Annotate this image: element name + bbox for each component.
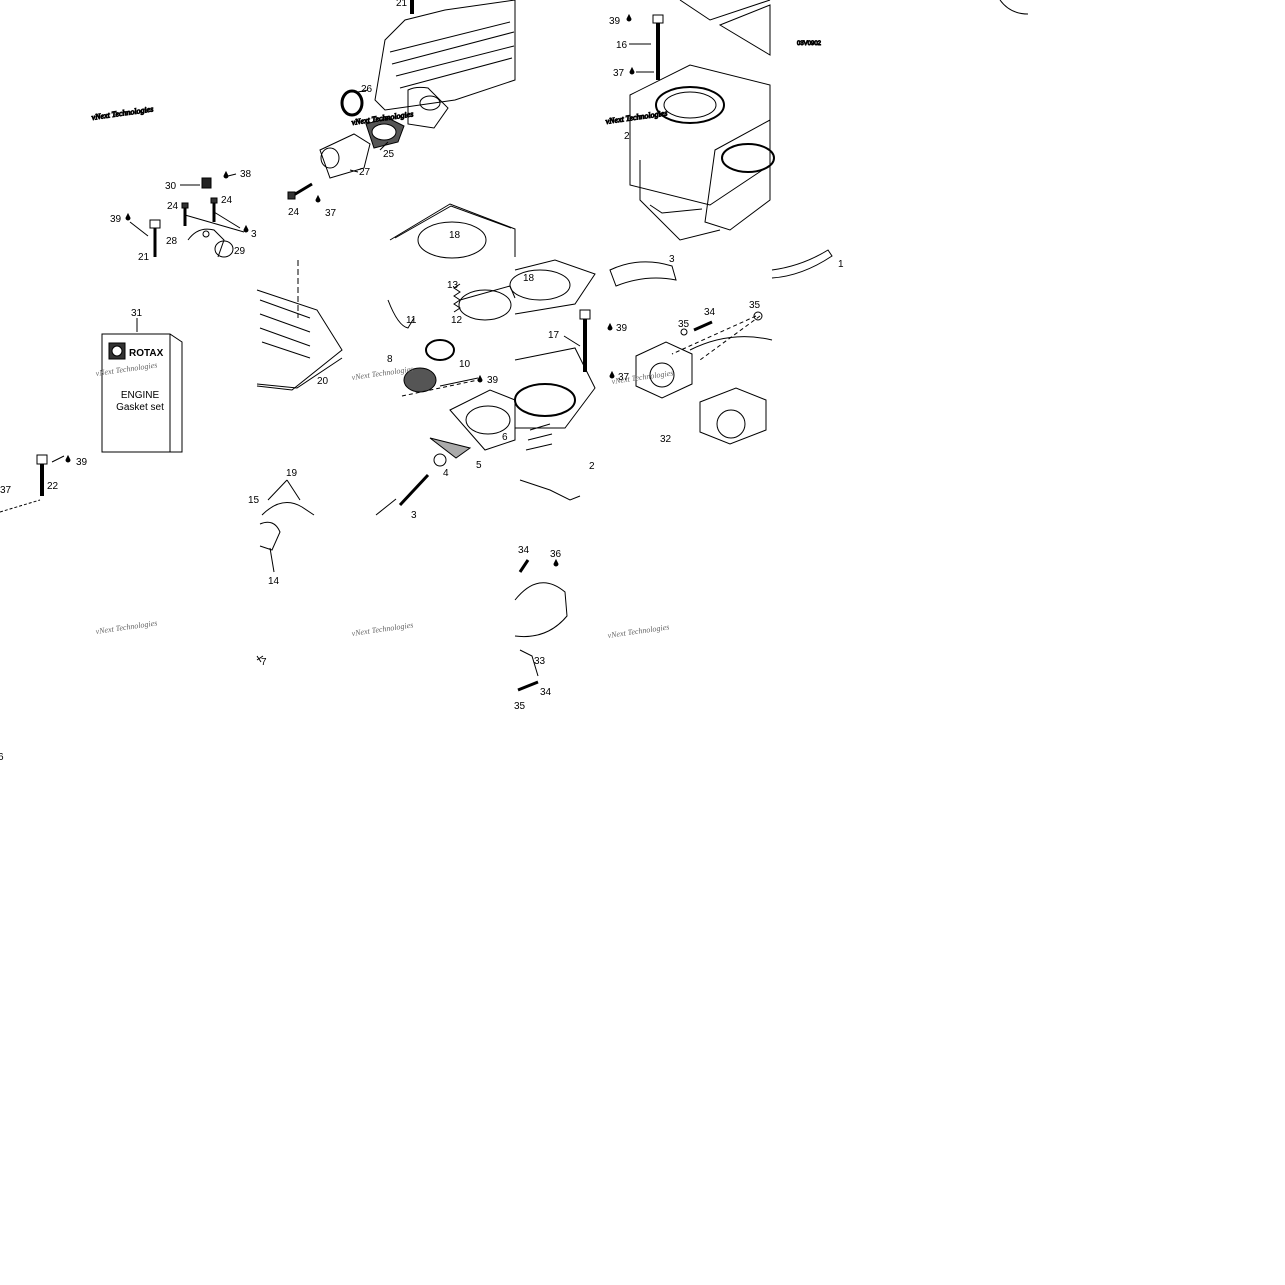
callout: 24 [167, 201, 179, 212]
callout: 26 [361, 84, 373, 95]
callout: 12 [451, 315, 463, 326]
callout: 2 [589, 461, 595, 472]
callout: 21 [138, 252, 150, 263]
callout: 27 [359, 167, 371, 178]
callout: 38 [240, 169, 252, 180]
callout: 34 [518, 545, 530, 556]
callout: 6 [502, 432, 508, 443]
gasket-line2: Gasket set [116, 402, 164, 413]
callout: 31 [131, 308, 143, 319]
callout: 3 [251, 229, 257, 240]
callout: 39 [616, 323, 628, 334]
callout: 7 [261, 657, 267, 668]
callout: 35 [514, 701, 526, 712]
callout: 39 [609, 16, 621, 27]
callout: 24 [221, 195, 233, 206]
callout: 30 [165, 181, 177, 192]
callout-labels: 1 2 2 3 3 3 4 5 6 7 8 10 11 12 13 14 15 … [0, 0, 844, 763]
callout: 35 [678, 319, 690, 330]
bolt-24-head [211, 198, 217, 203]
callout: 39 [487, 375, 499, 386]
gasket-brand: ROTAX [129, 348, 164, 359]
callout: 28 [166, 236, 178, 247]
callout: 37 [618, 372, 630, 383]
callout: 25 [383, 149, 395, 160]
gasket-line1: ENGINE [121, 390, 160, 401]
callout: 37 [325, 208, 337, 219]
sealant-drop-icon [224, 172, 228, 178]
callout: 11 [406, 315, 417, 326]
callout: 2 [624, 131, 630, 142]
callout: 22 [47, 481, 59, 492]
callout: 39 [76, 457, 88, 468]
callout: 3 [669, 254, 675, 265]
callout: 13 [447, 280, 459, 291]
callout: 34 [540, 687, 552, 698]
tile-middle-left: ROTAX ENGINE Gasket set vNext Technologi… [0, 318, 182, 512]
callout: 17 [548, 330, 560, 341]
callout: 4 [443, 468, 449, 479]
callout: 15 [248, 495, 260, 506]
callout: 33 [534, 656, 546, 667]
callout: 32 [660, 434, 672, 445]
callout: 35 [749, 300, 761, 311]
callout: 8 [387, 354, 393, 365]
callout: 36 [550, 549, 562, 560]
callout: 14 [268, 576, 280, 587]
nut-30 [202, 178, 211, 188]
tile-far-right [772, 0, 1028, 278]
callout: 34 [704, 307, 716, 318]
callout: 29 [234, 246, 246, 257]
callout: 18 [523, 273, 535, 284]
callout: 1 [838, 259, 844, 270]
callout: 5 [476, 460, 482, 471]
callout: 21 [396, 0, 408, 9]
callout: 19 [286, 468, 298, 479]
callout: 37 [0, 485, 12, 496]
bolt-24-head [182, 203, 188, 208]
gasket-set-box [102, 334, 182, 452]
callout: 39 [110, 214, 122, 225]
callout: 16 [616, 40, 628, 51]
callout: 6 [0, 752, 4, 763]
drawing-reference: 03V0902 [797, 41, 822, 47]
callout: 10 [459, 359, 471, 370]
callout: 18 [449, 230, 461, 241]
callout: 37 [613, 68, 625, 79]
callout: 20 [317, 376, 329, 387]
callout: 3 [411, 510, 417, 521]
callout: 24 [288, 207, 300, 218]
